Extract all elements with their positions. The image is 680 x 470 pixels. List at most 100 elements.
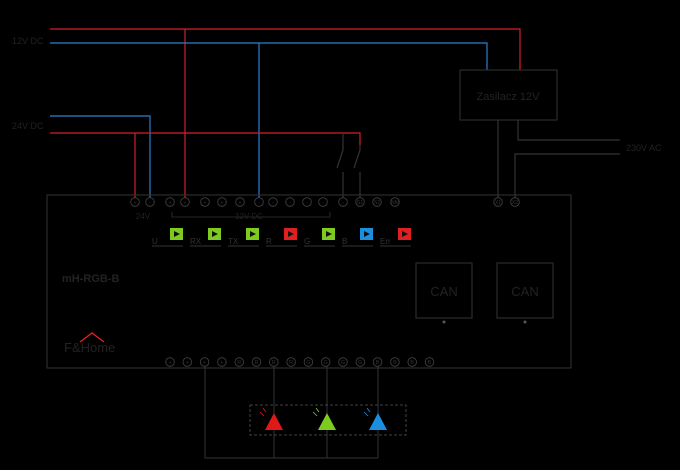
led-red — [259, 407, 283, 430]
bottom-terminal-ring — [165, 357, 175, 367]
top-terminal[interactable]: - — [254, 197, 264, 207]
module-body — [46, 194, 572, 369]
top-terminal[interactable]: + — [200, 197, 210, 207]
top-terminal[interactable]: + — [165, 197, 175, 207]
bottom-terminal[interactable]: G — [303, 357, 314, 367]
bottom-terminal-label: R — [272, 360, 276, 366]
label-230v-ac: 230V AC — [626, 143, 662, 153]
indicator-label: R — [266, 237, 272, 246]
top-terminal[interactable]: - — [318, 197, 328, 207]
ac-terminal-label: X2 — [512, 200, 519, 206]
led-red-icon — [265, 413, 283, 430]
indicator-label: TX — [228, 237, 239, 246]
top-terminal[interactable]: NM — [390, 197, 400, 207]
top-terminal-label: + — [183, 200, 186, 206]
bottom-terminal-label: + — [203, 360, 206, 366]
indicator-err: Err — [380, 228, 411, 247]
can-port-b-dot — [523, 320, 527, 324]
bottom-terminal-ring — [234, 357, 244, 367]
indicator-label: B — [342, 237, 347, 246]
top-terminal[interactable]: - — [145, 197, 155, 207]
bottom-terminal-ring — [321, 357, 331, 367]
top-terminal-ring — [180, 197, 190, 207]
indicator-r: R — [266, 228, 297, 247]
bottom-terminal[interactable]: B — [390, 357, 400, 367]
ac-terminal[interactable]: X1 — [493, 197, 503, 207]
top-terminal-ring — [338, 197, 348, 207]
bottom-terminal-ring — [217, 357, 227, 367]
bottom-terminal[interactable]: G — [321, 357, 331, 367]
label-group-12v: 12V DC — [235, 212, 263, 221]
bottom-terminal[interactable]: R — [269, 357, 279, 367]
top-terminal[interactable]: + — [217, 197, 227, 207]
indicator-label: Err — [380, 237, 391, 246]
led-red-rays-icon — [259, 407, 267, 417]
indicator-arrow-icon — [174, 231, 180, 237]
top-terminal-ring — [268, 197, 278, 207]
indicator-rx: RX — [190, 228, 221, 247]
top-terminal-label: NM — [391, 200, 400, 206]
wire-24v-negative — [50, 115, 151, 198]
led-blue-icon — [369, 413, 387, 430]
bottom-terminal-label: G — [341, 360, 345, 366]
can-port-b[interactable] — [496, 262, 554, 319]
bottom-terminal[interactable]: B — [372, 357, 383, 367]
bottom-terminal[interactable]: R — [251, 357, 262, 367]
top-terminal-ring — [217, 197, 227, 207]
indicator-label: U — [152, 237, 158, 246]
bottom-terminal[interactable]: + — [199, 357, 210, 367]
indicator-label: RX — [190, 237, 202, 246]
bottom-terminal-label: R — [289, 360, 293, 366]
bottom-terminal[interactable]: R — [234, 357, 244, 367]
wire-12v-positive — [50, 28, 521, 70]
switch-s1 — [336, 133, 344, 198]
bottom-terminal[interactable]: G — [355, 357, 366, 367]
top-terminal-label: - — [306, 200, 308, 206]
can-port-a[interactable] — [415, 262, 473, 319]
top-terminal-label: + — [133, 200, 136, 206]
bottom-terminal[interactable]: + — [165, 357, 175, 367]
top-terminal-label: + — [168, 200, 171, 206]
top-terminal-label: - — [272, 200, 274, 206]
bottom-terminal[interactable]: G — [338, 357, 348, 367]
top-terminal[interactable]: S1 — [355, 197, 365, 207]
indicator-arrow-icon — [212, 231, 218, 237]
ac-terminal-ring — [510, 197, 520, 207]
top-terminal[interactable]: - — [302, 197, 312, 207]
can-port-a-dot — [442, 320, 446, 324]
top-terminal[interactable]: S2 — [372, 197, 382, 207]
top-terminal-ring — [130, 197, 140, 207]
bottom-terminal-label: G — [358, 360, 362, 366]
bottom-terminal[interactable]: + — [182, 357, 193, 367]
bottom-terminal-ring — [286, 357, 296, 367]
brand-text: F&Home — [64, 340, 115, 355]
label-24v-dc: 24V DC — [12, 121, 44, 131]
top-terminal[interactable]: + — [130, 197, 140, 207]
top-terminal-ring — [390, 197, 400, 207]
power-supply-box — [459, 69, 558, 121]
ac-terminal[interactable]: X2 — [510, 197, 520, 207]
bottom-terminal[interactable]: B — [424, 357, 435, 367]
label-12v-dc: 12V DC — [12, 36, 44, 46]
bottom-terminal[interactable]: R — [286, 357, 296, 367]
bottom-terminal-label: B — [428, 360, 432, 366]
top-terminal-ring — [235, 197, 245, 207]
top-terminal[interactable]: + — [235, 197, 245, 207]
bottom-terminal[interactable]: B — [407, 357, 417, 367]
switch-s2 — [353, 145, 361, 198]
bottom-terminal[interactable]: + — [217, 357, 227, 367]
top-terminal[interactable]: - — [285, 197, 295, 207]
indicator-arrow-icon — [326, 231, 332, 237]
bottom-terminal-label: G — [306, 360, 310, 366]
top-terminal-ring — [318, 197, 328, 207]
supply-wires — [50, 28, 620, 198]
top-terminal[interactable]: - — [268, 197, 278, 207]
label-group-24v: 24V — [136, 212, 151, 221]
top-terminal[interactable]: + — [180, 197, 190, 207]
top-terminal[interactable]: - — [338, 197, 348, 207]
top-terminal-label: - — [322, 200, 324, 206]
brand-logo: F&Home — [64, 332, 115, 355]
ac-terminal-ring — [493, 197, 503, 207]
bottom-terminal-label: + — [168, 360, 171, 366]
